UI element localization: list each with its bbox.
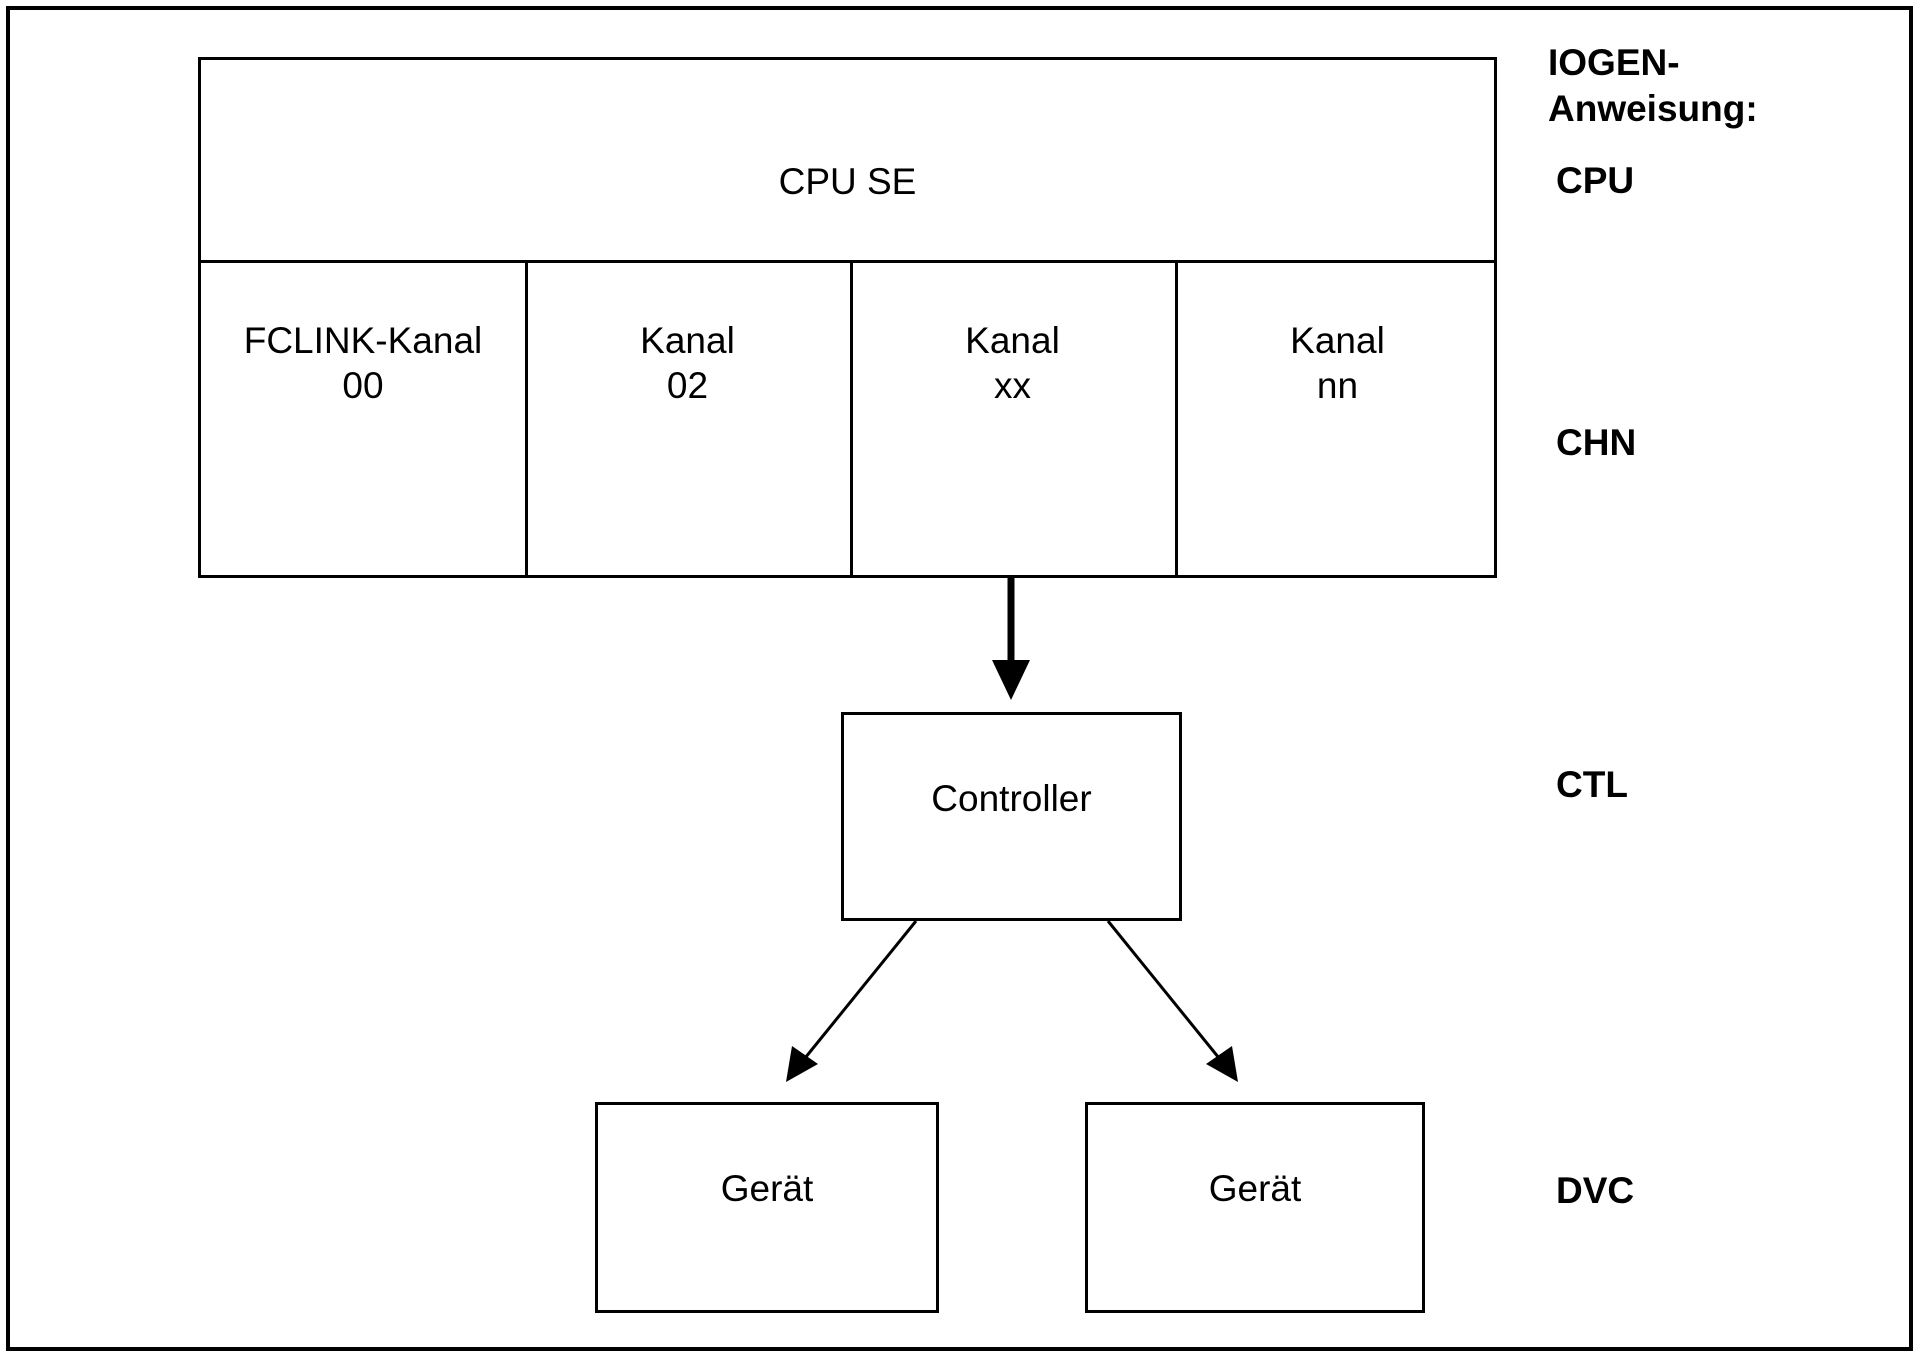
cpu-box-label: CPU SE bbox=[778, 161, 917, 202]
channel-divider-2 bbox=[850, 260, 853, 575]
legend-item-cpu: CPU bbox=[1556, 160, 1635, 201]
controller-box-label: Controller bbox=[931, 778, 1092, 819]
channel-cell-label-2: Kanal xx bbox=[965, 320, 1060, 407]
channel-cell-label-0: FCLINK-Kanal 00 bbox=[243, 320, 483, 407]
legend-heading: IOGEN- Anweisung: bbox=[1548, 42, 1758, 130]
legend-item-ctl: CTL bbox=[1556, 764, 1628, 805]
channel-cell-label-3: Kanal nn bbox=[1290, 320, 1385, 407]
cpu-table: CPU SE FCLINK-Kanal 00 Kanal 02 Kanal xx… bbox=[198, 57, 1497, 578]
cpu-channel-row-divider bbox=[201, 260, 1494, 263]
page-border bbox=[6, 6, 1913, 1351]
legend-item-chn: CHN bbox=[1556, 422, 1637, 463]
channel-divider-1 bbox=[525, 260, 528, 575]
device-box-right: Gerät bbox=[1085, 1102, 1425, 1313]
device-box-left-label: Gerät bbox=[720, 1168, 814, 1209]
channel-cell-label-1: Kanal 02 bbox=[640, 320, 735, 407]
device-box-right-label: Gerät bbox=[1208, 1168, 1302, 1209]
channel-divider-3 bbox=[1175, 260, 1178, 575]
controller-box: Controller bbox=[841, 712, 1182, 921]
legend-item-dvc: DVC bbox=[1556, 1170, 1635, 1211]
device-box-left: Gerät bbox=[595, 1102, 939, 1313]
